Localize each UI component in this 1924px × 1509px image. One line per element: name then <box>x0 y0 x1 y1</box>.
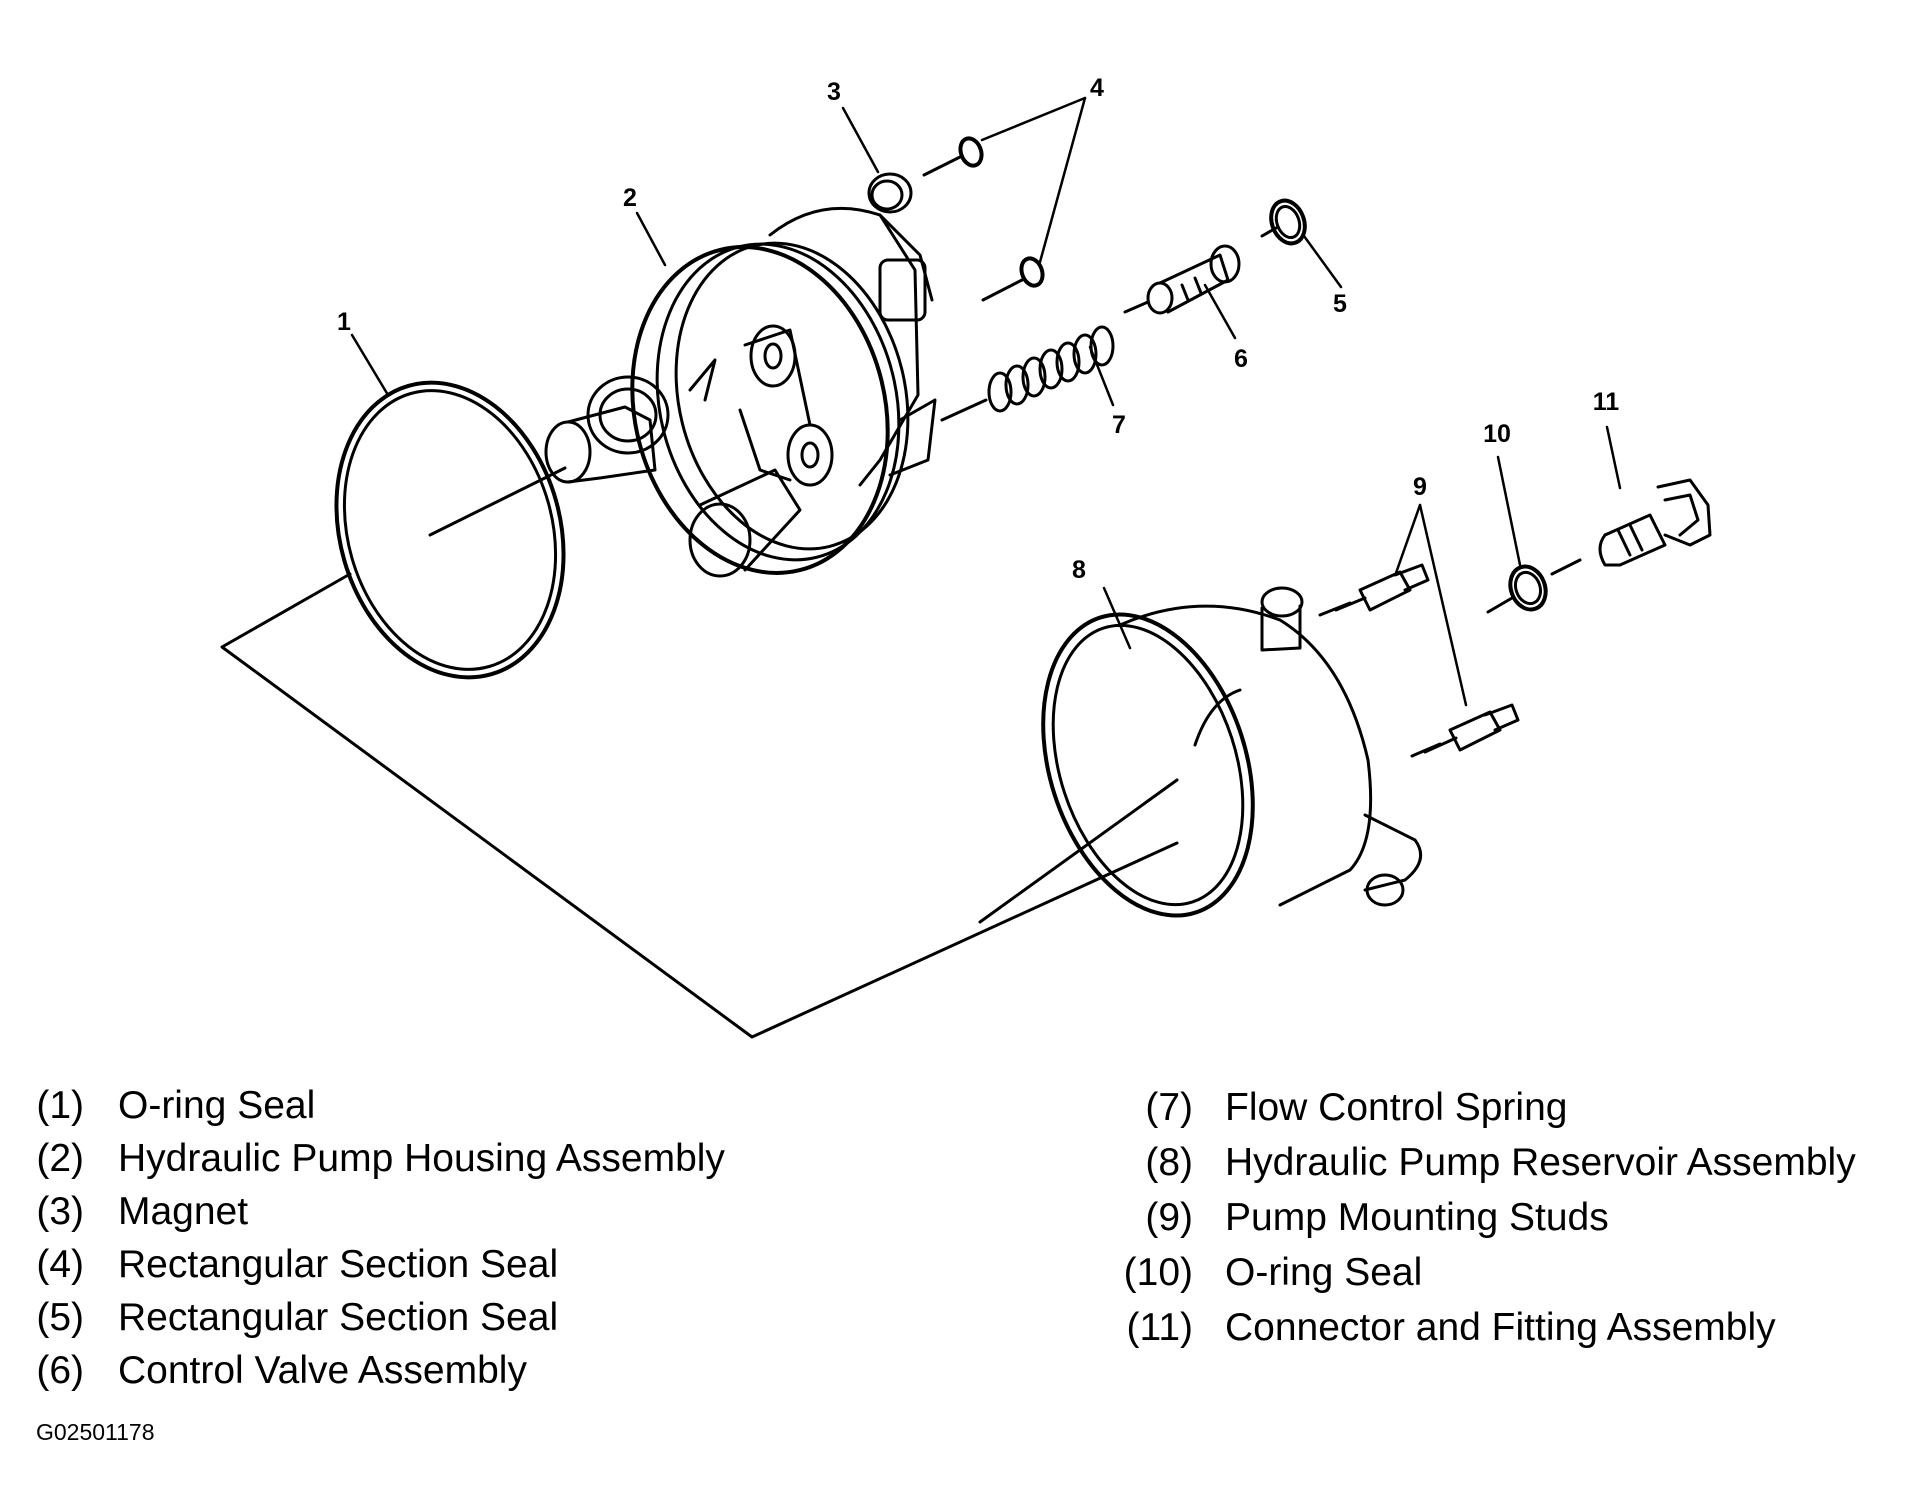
pump-housing-assembly <box>544 206 937 578</box>
legend-label: O-ring Seal <box>1225 1251 1423 1294</box>
callout-8: 8 <box>1072 556 1086 584</box>
legend-label: Rectangular Section Seal <box>118 1296 559 1339</box>
legend-number: (7) <box>1145 1086 1193 1129</box>
legend-label: Pump Mounting Studs <box>1225 1196 1609 1239</box>
assembly-bracket-line <box>220 572 1179 1039</box>
callout-11: 11 <box>1593 388 1620 416</box>
legend-label: Hydraulic Pump Housing Assembly <box>118 1137 725 1180</box>
callout-3: 3 <box>827 78 841 106</box>
legend-label: Connector and Fitting Assembly <box>1225 1306 1776 1349</box>
control-valve-assembly <box>1123 244 1241 315</box>
callout-5: 5 <box>1333 290 1347 318</box>
callout-leader-lines <box>350 96 1622 707</box>
legend-number: (5) <box>36 1296 84 1339</box>
legend-label: Flow Control Spring <box>1225 1086 1568 1129</box>
legend-label: O-ring Seal <box>118 1084 316 1127</box>
o-ring-seal-1 <box>334 380 567 680</box>
o-ring-seal-10 <box>1486 558 1582 614</box>
legend-number: (4) <box>36 1243 84 1286</box>
connector-and-fitting-assembly <box>1598 478 1712 567</box>
figure-id: G02501178 <box>36 1419 155 1445</box>
legend-label: Rectangular Section Seal <box>118 1243 559 1286</box>
callout-1: 1 <box>337 308 351 336</box>
pump-reservoir-assembly <box>978 586 1423 924</box>
legend-number: (3) <box>36 1190 84 1233</box>
legend-number: (8) <box>1145 1141 1193 1184</box>
rectangular-section-seal-5 <box>1260 198 1307 246</box>
callout-4: 4 <box>1090 74 1104 102</box>
flow-control-spring <box>940 325 1115 422</box>
callout-2: 2 <box>623 184 637 212</box>
magnet <box>867 172 913 214</box>
legend-label: Control Valve Assembly <box>118 1349 527 1392</box>
callout-9: 9 <box>1413 473 1427 501</box>
legend-number: (6) <box>36 1349 84 1392</box>
legend-number: (1) <box>36 1084 84 1127</box>
callout-10: 10 <box>1483 420 1511 448</box>
rectangular-section-seal-4 <box>922 136 1045 302</box>
legend-number: (9) <box>1145 1196 1193 1239</box>
legend-label: Hydraulic Pump Reservoir Assembly <box>1225 1141 1856 1184</box>
callout-6: 6 <box>1234 345 1248 373</box>
callout-7: 7 <box>1112 411 1126 439</box>
legend-number: (2) <box>36 1137 84 1180</box>
legend-number: (10) <box>1123 1251 1193 1294</box>
legend-label: Magnet <box>118 1190 249 1233</box>
legend-number: (11) <box>1126 1306 1193 1349</box>
pump-mounting-studs <box>1318 563 1520 758</box>
